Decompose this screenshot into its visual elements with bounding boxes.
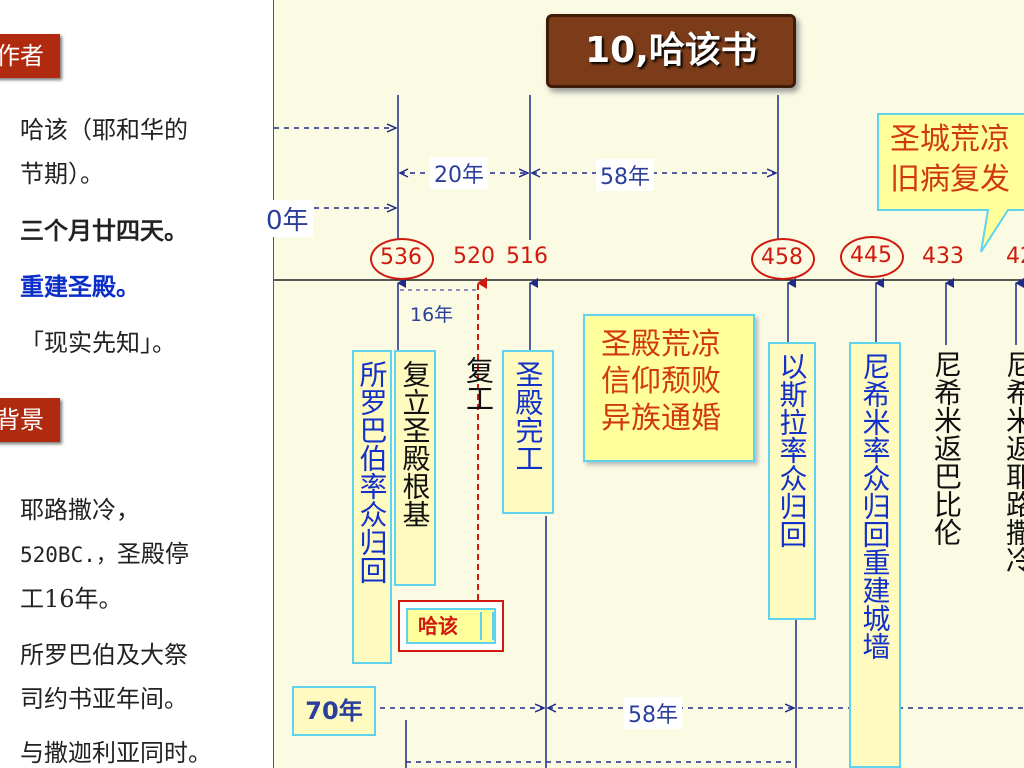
event-foundation: 复立圣殿根基 xyxy=(394,350,436,586)
event-nehemiah-return: 尼希米返耶路撒冷 xyxy=(1000,350,1024,650)
event-temple-done: 圣殿完工 xyxy=(502,350,554,514)
event-zerubbabel-text: 所罗巴伯率众归回 xyxy=(355,360,389,584)
year-circle-458 xyxy=(751,238,815,280)
haggai-box: 哈该 xyxy=(398,600,504,652)
author-line-1: 哈该（耶和华的 xyxy=(20,116,188,144)
event-foundation-text: 复立圣殿根基 xyxy=(398,360,432,528)
callout-text: 圣城荒凉 旧病复发 xyxy=(890,120,1010,200)
callout-shape xyxy=(877,113,1024,253)
duration-58-top: 58年 xyxy=(596,159,654,191)
year-520: 520 xyxy=(453,244,495,269)
bg-line-3: 工16年。 xyxy=(20,585,123,613)
bg-line-4: 所罗巴伯及大祭 xyxy=(20,641,188,669)
haggai-marker xyxy=(480,612,494,640)
year-445: 445 xyxy=(850,243,892,268)
event-nehemiah: 尼希米率众归回重建城墙 xyxy=(849,342,901,768)
year-circle-536 xyxy=(370,238,434,280)
temple-box-line-2: 信仰颓败 xyxy=(601,364,721,399)
background-tag: 背景 xyxy=(0,398,60,442)
author-line-3: 三个月廿四天。 xyxy=(20,216,188,245)
haggai-label: 哈该 xyxy=(418,614,458,638)
year-circle-445 xyxy=(840,236,904,278)
duration-70: 70年 xyxy=(305,697,363,725)
bg-line-2: 520BC.，圣殿停 xyxy=(20,535,189,574)
duration-20: 20年 xyxy=(430,157,488,189)
event-resume: 复工 xyxy=(460,356,497,412)
left-panel: 作者 哈该（耶和华的 节期）。 三个月廿四天。 重建圣殿。 「现实先知」。 背景… xyxy=(0,0,274,768)
duration-58-bottom: 58年 xyxy=(624,697,682,729)
event-nehemiah-text: 尼希米率众归回重建城墙 xyxy=(858,352,892,660)
haggai-inner: 哈该 xyxy=(406,608,496,644)
event-nehemiah-return-text: 尼希米返耶路撒冷 xyxy=(1002,350,1024,574)
year-4xx: 42 xyxy=(1006,244,1024,269)
bg-line-2-text: 圣殿停 xyxy=(116,540,189,568)
bg-line-5: 司约书亚年间。 xyxy=(20,685,188,713)
temple-box-line-3: 异族通婚 xyxy=(601,401,721,436)
duration-16: 16年 xyxy=(410,304,454,326)
bg-line-6: 与撒迦利亚同时。 xyxy=(20,739,212,767)
title-sign: 10,哈该书 xyxy=(546,14,796,88)
temple-desolate-box: 圣殿荒凉 信仰颓败 异族通婚 xyxy=(583,314,755,462)
bg-line-1: 耶路撒冷， xyxy=(20,496,140,524)
author-tag: 作者 xyxy=(0,34,60,78)
author-line-4: 重建圣殿。 xyxy=(20,272,140,301)
event-nehemiah-babylon: 尼希米返巴比伦 xyxy=(928,350,965,546)
bg-line-2-date: 520BC.， xyxy=(20,543,117,567)
event-ezra-text: 以斯拉率众归回 xyxy=(775,352,809,548)
callout-line-1: 圣城荒凉 xyxy=(890,122,1010,157)
author-line-5: 「现实先知」。 xyxy=(20,329,176,357)
callout-line-2: 旧病复发 xyxy=(890,162,1010,197)
year-433: 433 xyxy=(922,244,964,269)
event-ezra: 以斯拉率众归回 xyxy=(768,342,816,620)
author-line-2: 节期）。 xyxy=(20,160,104,188)
event-zerubbabel: 所罗巴伯率众归回 xyxy=(352,350,392,664)
year-516: 516 xyxy=(506,244,548,269)
event-temple-done-text: 圣殿完工 xyxy=(511,360,545,472)
year-536: 536 xyxy=(380,245,422,270)
duration-0: 0年 xyxy=(262,200,313,237)
event-nehemiah-babylon-text: 尼希米返巴比伦 xyxy=(930,350,963,546)
event-resume-text: 复工 xyxy=(462,356,495,412)
title-text: 10,哈该书 xyxy=(585,30,757,71)
year-458: 458 xyxy=(761,245,803,270)
temple-box-line-1: 圣殿荒凉 xyxy=(601,327,721,362)
duration-70-box: 70年 xyxy=(292,686,376,736)
